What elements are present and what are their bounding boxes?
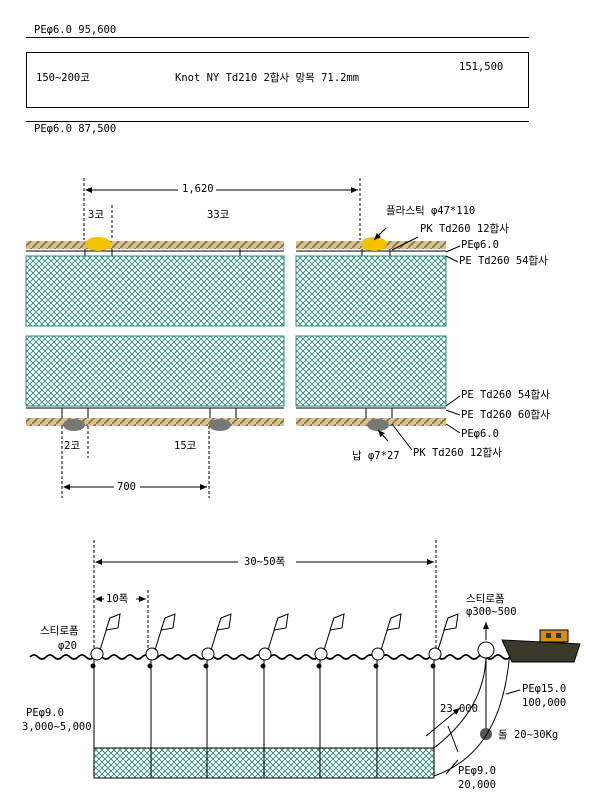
- deployment-dimensions: [93, 540, 437, 650]
- pe-54-bottom-spec: PE Td260 54합사: [461, 389, 550, 401]
- net-material: Knot NY Td210 2합사 망목 71.2mm: [175, 72, 360, 84]
- label-3ko: 3코: [88, 209, 104, 221]
- dim-span-label: 30~50폭: [244, 556, 286, 568]
- sinker-icon: [367, 419, 389, 431]
- net-panel-lower-left: [25, 335, 285, 407]
- tow-line: [433, 649, 511, 777]
- large-buoy-size: φ300~500: [466, 606, 517, 618]
- pe-60-bottom-spec: PE Td260 60합사: [461, 409, 550, 421]
- boat-icon: [501, 629, 581, 663]
- mesh-count: 150~200코: [36, 72, 90, 84]
- stone-icon: [480, 728, 492, 740]
- pe15-length: 100,000: [522, 697, 567, 709]
- pe9-left-spec: PEφ9.0: [26, 707, 64, 719]
- net-panel-upper-right: [295, 255, 447, 327]
- float-icon: [85, 237, 111, 251]
- label-15ko: 15코: [174, 440, 197, 452]
- sinker-spec: 납 φ7*27: [352, 450, 400, 462]
- pe9-bottom-spec: PEφ9.0: [458, 765, 496, 777]
- top-rule: [26, 37, 529, 38]
- pe9-left-length: 3,000~5,000: [22, 721, 92, 733]
- pe-top-spec: PEφ6.0: [461, 239, 499, 251]
- buoy-group: [90, 613, 459, 748]
- bottom-rope-spec: PEφ6.0 87,500: [34, 123, 117, 135]
- sea-surface: [29, 654, 567, 660]
- anchor-line: [433, 655, 487, 749]
- head-rope-left: [26, 241, 284, 249]
- anchor-length: 23,000: [440, 703, 478, 715]
- float-icon: [361, 237, 387, 251]
- net-panel-lower-right: [295, 335, 447, 407]
- dim-700-label: 700: [117, 481, 136, 493]
- pe9-bottom-length: 20,000: [458, 779, 496, 791]
- float-spec: 플라스틱 φ47*110: [386, 205, 476, 217]
- dimension-1620: [83, 178, 361, 240]
- pe15-spec: PEφ15.0: [522, 683, 567, 695]
- sinker-icon: [63, 419, 85, 431]
- net-length: 151,500: [459, 61, 504, 73]
- dim-unit-label: 10폭: [106, 593, 129, 605]
- pk-top-spec: PK Td260 12합사: [420, 223, 509, 235]
- stone-weight: 돌 20~30Kg: [498, 729, 559, 741]
- sinker-icon: [209, 419, 231, 431]
- large-styrofoam-buoy: [477, 641, 495, 659]
- small-buoy-size: φ20: [58, 640, 77, 652]
- large-buoy-label: 스티로폼: [466, 593, 505, 605]
- ground-rope-left: [26, 418, 284, 426]
- pe-bottom-spec: PEφ6.0: [461, 428, 499, 440]
- net-panel-upper-left: [25, 255, 285, 327]
- spec-box: [26, 52, 529, 108]
- dimension-700: [61, 426, 210, 498]
- label-2ko: 2코: [64, 440, 80, 452]
- top-rope-spec: PEφ6.0 95,600: [34, 24, 117, 36]
- pe-54-top-spec: PE Td260 54합사: [459, 255, 548, 267]
- dim-1620-label: 1,620: [182, 183, 214, 195]
- small-buoy-label: 스티로폼: [40, 625, 79, 637]
- bottom-rule: [26, 121, 529, 122]
- pk-bottom-spec: PK Td260 12합사: [413, 447, 502, 459]
- label-33ko: 33코: [207, 209, 230, 221]
